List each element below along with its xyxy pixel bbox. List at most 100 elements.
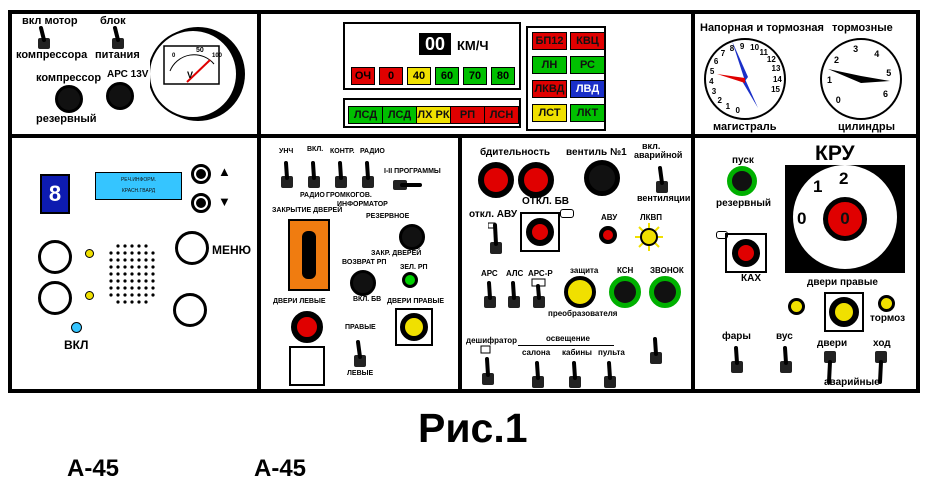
converter-label: преобразователя bbox=[548, 309, 618, 318]
divider-bottom-3 bbox=[691, 134, 695, 393]
speed-limit-lamp: 0 bbox=[379, 67, 403, 85]
power-indicator bbox=[71, 322, 82, 333]
ars-13v-label: АРС 13V bbox=[107, 69, 149, 80]
voltmeter bbox=[150, 27, 245, 121]
kah-label: КАХ bbox=[741, 273, 761, 284]
valve-1-button[interactable] bbox=[584, 160, 620, 196]
digit-display: 8 bbox=[40, 174, 70, 214]
kru-key-knob[interactable]: 0 bbox=[823, 197, 867, 241]
voltmeter-needle bbox=[186, 59, 211, 83]
ars-13v-button[interactable] bbox=[106, 82, 134, 110]
figure-caption: Рис.1 bbox=[418, 405, 528, 451]
speed-unit: КМ/Ч bbox=[457, 38, 489, 53]
kru-doors-right-frame bbox=[824, 292, 864, 332]
emerg-hod-label: ход bbox=[873, 338, 891, 349]
headlights-toggle-switch[interactable] bbox=[729, 345, 745, 375]
signal-lamp: ЛКТ bbox=[570, 104, 605, 122]
radio-toggle-switch[interactable] bbox=[279, 160, 295, 190]
radio-toggle-switch[interactable] bbox=[333, 160, 349, 190]
motor-label: вкл мотор bbox=[22, 15, 78, 27]
pult-light-toggle-switch[interactable] bbox=[602, 360, 618, 390]
brake-gauge-tick: 1 bbox=[725, 102, 731, 112]
reserve-closing-button[interactable] bbox=[399, 224, 425, 250]
reserve-closing-label: РЕЗЕРВНОЕ bbox=[366, 213, 410, 220]
cabin-light-toggle-switch[interactable] bbox=[567, 360, 583, 390]
up-arrow-icon: ▲ bbox=[218, 164, 231, 179]
vigilance-button-2[interactable] bbox=[518, 162, 554, 198]
brake-gauge-blue-needle bbox=[732, 41, 748, 81]
vkl-bv-button[interactable] bbox=[350, 270, 376, 296]
left-label: ЛЕВЫЕ bbox=[347, 370, 374, 377]
emergency-label: аварийные bbox=[824, 377, 880, 388]
emerg-doors-toggle-switch[interactable] bbox=[822, 350, 838, 386]
otkl-bv-button[interactable] bbox=[526, 218, 554, 246]
menu-label: МЕНЮ bbox=[212, 243, 252, 257]
lighting-underline bbox=[518, 345, 614, 346]
kah-button[interactable] bbox=[732, 239, 760, 267]
vigilance-button-1[interactable] bbox=[478, 162, 514, 198]
power-label: ВКЛ bbox=[64, 338, 89, 352]
brake-gauge-red-needle bbox=[717, 74, 745, 83]
divider-top-2 bbox=[691, 10, 695, 136]
zvonok-label: ЗВОНОК bbox=[650, 266, 684, 275]
programmy-toggle-switch[interactable] bbox=[392, 178, 422, 192]
bell-button[interactable] bbox=[649, 276, 681, 308]
vkl-bv-label: ВКЛ. БВ bbox=[353, 296, 382, 303]
up-button[interactable] bbox=[191, 164, 211, 184]
brake-gauge-tick: 3 bbox=[711, 87, 717, 96]
avu-label: АВУ bbox=[601, 213, 618, 222]
brake-gauge-tick: 11 bbox=[759, 47, 768, 57]
als-toggle-switch[interactable] bbox=[506, 280, 522, 310]
doors-left-button[interactable] bbox=[291, 311, 323, 343]
doors-side-toggle-switch[interactable] bbox=[352, 339, 368, 369]
ksn-button[interactable] bbox=[609, 276, 641, 308]
ars-r-toggle-switch[interactable] bbox=[531, 278, 547, 310]
radio-toggle-switch[interactable] bbox=[306, 160, 322, 190]
reserve-start-button[interactable] bbox=[727, 166, 757, 196]
otkl-avu-toggle-switch[interactable] bbox=[488, 222, 504, 258]
radio-toggle-switch[interactable] bbox=[360, 160, 376, 190]
vus-label: вус bbox=[776, 331, 793, 342]
informator-button-1[interactable] bbox=[38, 240, 72, 274]
vus-toggle-switch[interactable] bbox=[778, 345, 794, 375]
otkl-bv-label: ОТКЛ. БВ bbox=[522, 196, 569, 207]
vent-label: вентиляции bbox=[637, 193, 691, 203]
emerg-vent-toggle-switch[interactable] bbox=[654, 165, 670, 195]
converter-protection-button[interactable] bbox=[564, 276, 596, 308]
ars-toggle-switch[interactable] bbox=[482, 280, 498, 310]
menu-button[interactable] bbox=[175, 231, 209, 265]
block-label: блок bbox=[100, 15, 126, 27]
emerg-vent-label-2: аварийной bbox=[634, 150, 683, 160]
doors-right-button[interactable] bbox=[400, 313, 428, 341]
divider-bottom-1 bbox=[257, 134, 261, 393]
lkvp-label: ЛКВП bbox=[640, 213, 663, 222]
kru-doors-right-button[interactable] bbox=[829, 297, 859, 327]
motor-toggle-switch[interactable] bbox=[36, 26, 52, 50]
salon-light-toggle-switch[interactable] bbox=[530, 360, 546, 390]
right-label: ПРАВЫЕ bbox=[345, 324, 376, 331]
down-button[interactable] bbox=[191, 193, 211, 213]
radio-top-label: РАДИО bbox=[360, 148, 385, 155]
doors-left-cover bbox=[289, 346, 325, 386]
door-closing-switch[interactable] bbox=[288, 219, 330, 291]
block-toggle-switch[interactable] bbox=[110, 26, 126, 50]
extra-toggle-switch[interactable] bbox=[648, 336, 664, 366]
emerg-vent-label-1: вкл. bbox=[642, 141, 661, 151]
divider-top-1 bbox=[257, 10, 261, 136]
reserve-compressor-button[interactable] bbox=[55, 85, 83, 113]
brake-gauge-tick: 6 bbox=[713, 57, 719, 67]
emerg-hod-toggle-switch[interactable] bbox=[873, 350, 889, 386]
signal-lamp: РС bbox=[570, 56, 605, 74]
tormoz-label: тормоз bbox=[870, 313, 906, 324]
lighting-label: освещение bbox=[546, 334, 590, 343]
signal-lamp: КВЦ bbox=[570, 32, 605, 50]
ars-r-label: АРС-Р bbox=[528, 269, 553, 278]
zashchita-label: защита bbox=[570, 266, 599, 275]
deshifrator-toggle-switch[interactable] bbox=[480, 345, 496, 389]
emerg-doors-label: двери bbox=[817, 338, 848, 349]
speed-box bbox=[343, 22, 521, 90]
informator-button-2[interactable] bbox=[38, 281, 72, 315]
lcd-display: РЕЧ.ИНФОРМ. КРАСН.ГВАРД bbox=[95, 172, 182, 200]
kru-position-2: 2 bbox=[839, 169, 849, 188]
informator-button-3[interactable] bbox=[173, 293, 207, 327]
